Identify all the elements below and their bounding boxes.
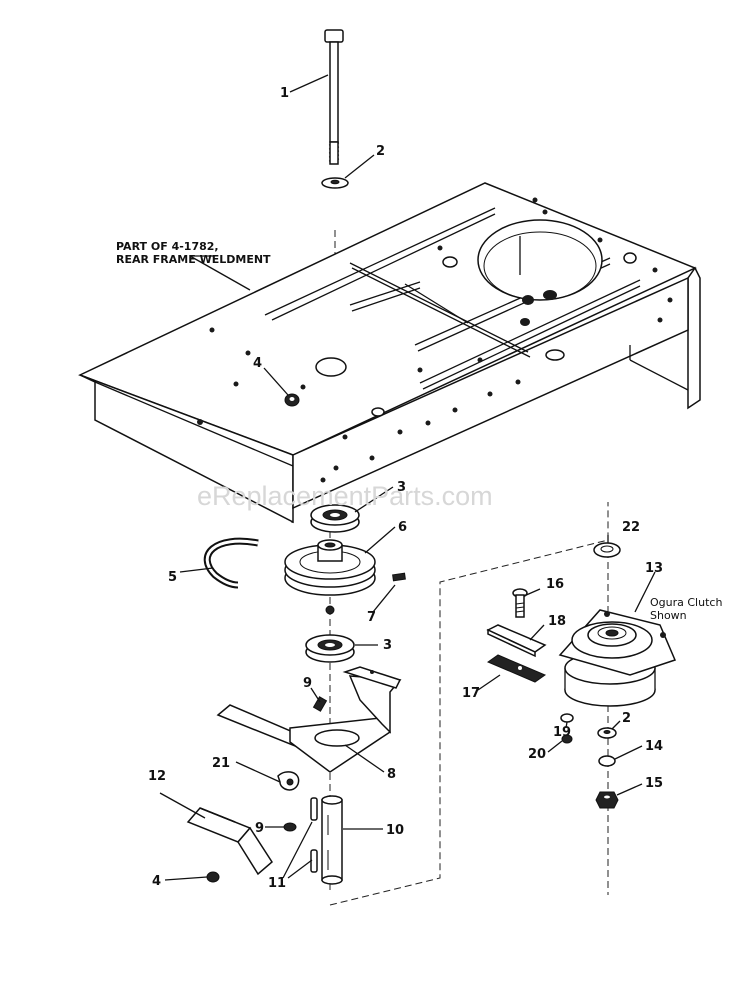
washer-part-19 (560, 713, 574, 723)
callout-3-lower: 3 (383, 638, 392, 653)
screw-part-9-lower (283, 822, 297, 832)
bolt-part-16 (512, 588, 528, 618)
key-part-11 (310, 797, 318, 873)
callout-5: 5 (168, 570, 177, 585)
lock-washer-part-14 (598, 755, 616, 767)
washer-part-2 (321, 177, 349, 189)
nut-part-20 (561, 734, 573, 744)
callout-11: 11 (268, 876, 286, 891)
hex-nut-part-15 (595, 791, 619, 809)
set-screw-part-7 (325, 572, 406, 615)
screw-part-9-upper (312, 696, 328, 712)
callout-12: 12 (148, 769, 166, 784)
shaft-part-10 (321, 795, 343, 885)
callout-2: 2 (376, 144, 385, 159)
shield-part-12 (186, 807, 273, 876)
callout-13: 13 (645, 561, 663, 576)
callout-9-upper: 9 (303, 676, 312, 691)
bracket-part-8 (216, 666, 402, 773)
nut-part-4-lower (206, 871, 220, 883)
clip-part-21 (277, 771, 300, 791)
callout-15: 15 (645, 776, 663, 791)
callout-19: 19 (553, 725, 571, 740)
callout-2-lower: 2 (622, 711, 631, 726)
washer-part-22 (593, 542, 621, 558)
leader-lines (159, 74, 656, 881)
watermark-text: eReplacementParts.com (197, 481, 493, 511)
frame-note-line-2: REAR FRAME WELDMENT (116, 253, 271, 266)
clutch-note-line-2: Shown (650, 609, 687, 622)
washer-part-2-lower (597, 727, 617, 739)
callout-7: 7 (367, 610, 376, 625)
callout-17: 17 (462, 686, 480, 701)
callout-16: 16 (546, 577, 564, 592)
callout-22: 22 (622, 520, 640, 535)
callout-20: 20 (528, 747, 546, 762)
callout-9-lower: 9 (255, 821, 264, 836)
clutch-note-line-1: Ogura Clutch (650, 596, 722, 609)
nut-part-4-upper (284, 393, 300, 407)
callout-18: 18 (548, 614, 566, 629)
retaining-ring-part-5 (203, 537, 259, 589)
callout-6: 6 (398, 520, 407, 535)
bolt-part-1 (324, 29, 344, 165)
bearing-part-3-lower (305, 634, 355, 663)
clutch-group-dashed-outline (329, 502, 609, 906)
callout-4-upper: 4 (253, 356, 262, 371)
clutch-part-13 (558, 609, 677, 707)
callout-4-lower: 4 (152, 874, 161, 889)
callout-10: 10 (386, 823, 404, 838)
frame-note-line-1: PART OF 4-1782, (116, 240, 219, 253)
callout-3-upper: 3 (397, 480, 406, 495)
rear-frame-weldment (78, 182, 701, 524)
spacer-plate-part-18 (486, 624, 547, 658)
bearing-part-3-upper (310, 504, 360, 533)
callout-8: 8 (387, 767, 396, 782)
callout-14: 14 (645, 739, 663, 754)
callout-21: 21 (212, 756, 230, 771)
pulley-part-6 (284, 539, 376, 596)
callout-1: 1 (280, 86, 289, 101)
plate-part-17 (486, 654, 547, 683)
